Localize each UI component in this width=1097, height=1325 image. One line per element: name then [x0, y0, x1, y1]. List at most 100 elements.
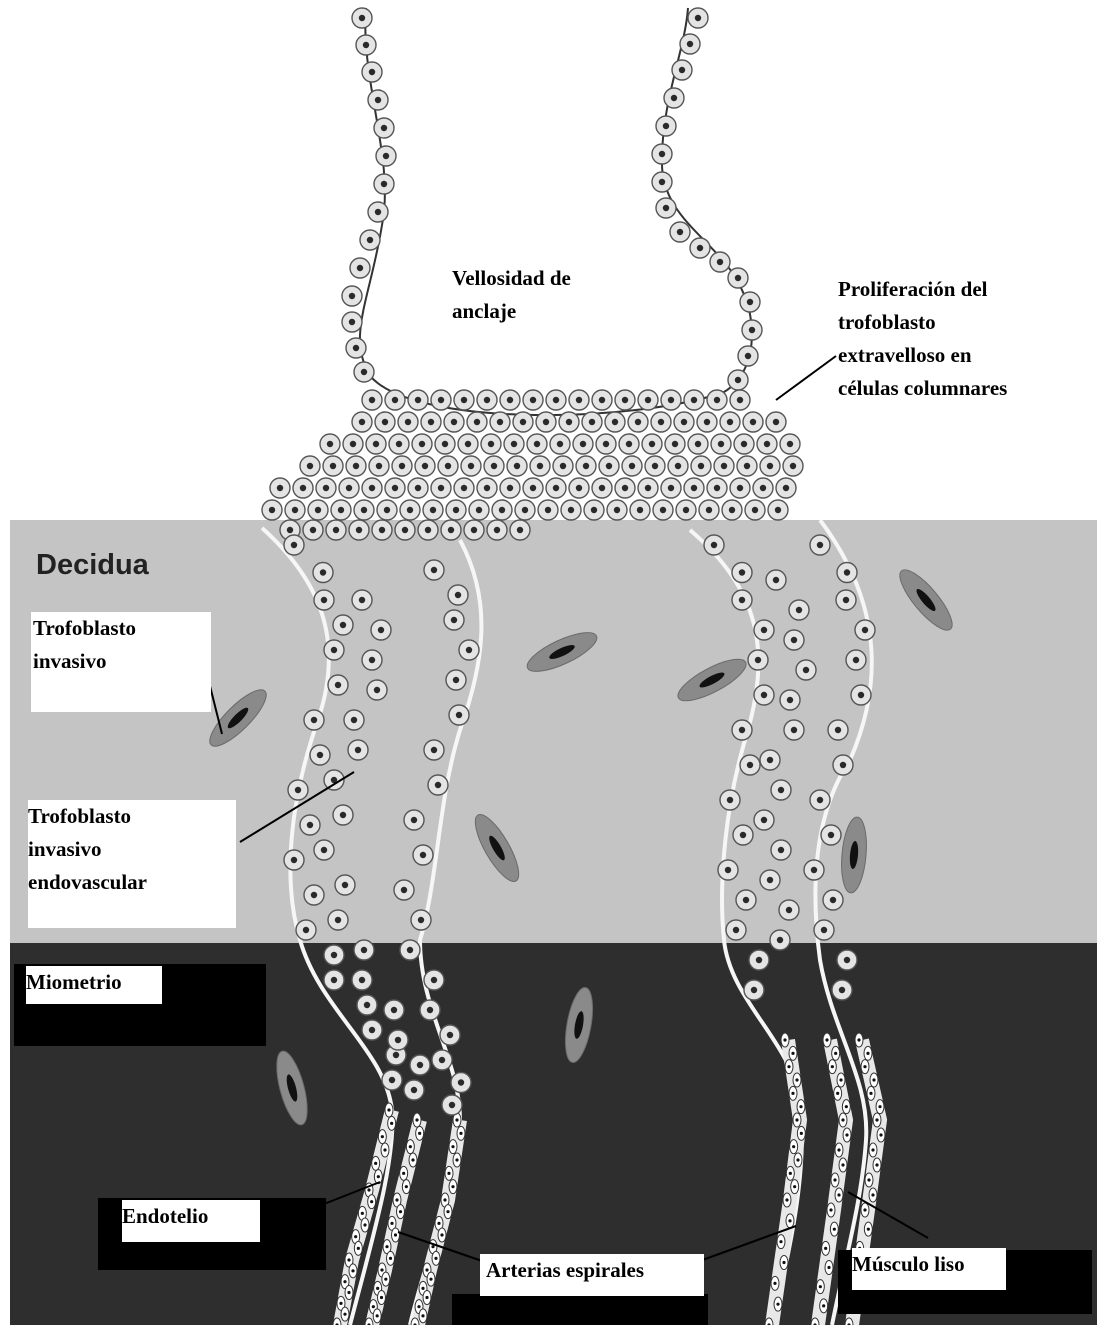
endovascular-trophoblast-cell — [284, 535, 304, 555]
trophoblast-cell — [510, 520, 530, 540]
endovascular-trophoblast-cell — [823, 890, 843, 910]
trophoblast-cell — [270, 478, 290, 498]
trophoblast-cell — [622, 456, 642, 476]
smooth-muscle-label: Músculo liso — [852, 1248, 1006, 1290]
trophoblast-cell — [714, 456, 734, 476]
endovascular-trophoblast-cell — [388, 1030, 408, 1050]
endovascular-trophoblast-cell — [760, 870, 780, 890]
trophoblast-cell — [722, 500, 742, 520]
endovascular-trophoblast-cell — [352, 970, 372, 990]
trophoblast-cell — [688, 434, 708, 454]
trophoblast-cell — [366, 434, 386, 454]
trophoblast-cell — [656, 116, 676, 136]
trophoblast-cell — [730, 478, 750, 498]
trophoblast-cell — [538, 500, 558, 520]
trophoblast-cell — [293, 478, 313, 498]
trophoblast-cell — [458, 434, 478, 454]
myometrium-label: Miometrio — [26, 966, 162, 1004]
endovascular-trophoblast-cell — [789, 600, 809, 620]
trophoblast-cell — [699, 500, 719, 520]
trophoblast-cell — [628, 412, 648, 432]
endovascular-trophoblast-cell — [733, 825, 753, 845]
trophoblast-cell — [651, 412, 671, 432]
invasive-trophoblast-label: Trofoblasto invasivo — [31, 612, 211, 712]
endovascular-trophoblast-cell — [736, 890, 756, 910]
spiral-arteries-label: Arterias espirales — [480, 1254, 704, 1296]
trophoblast-cell — [740, 292, 760, 312]
trophoblast-cell — [530, 456, 550, 476]
endovascular-trophoblast-cell — [440, 1025, 460, 1045]
endovascular-trophoblast-cell — [459, 640, 479, 660]
trophoblast-cell — [638, 478, 658, 498]
trophoblast-cell — [690, 238, 710, 258]
trophoblast-cell — [374, 174, 394, 194]
endovascular-trophoblast-cell — [851, 685, 871, 705]
trophoblast-cell — [615, 478, 635, 498]
trophoblast-cell — [553, 456, 573, 476]
trophoblast-cell — [323, 456, 343, 476]
endovascular-trophoblast-cell — [780, 690, 800, 710]
trophoblast-cell — [339, 478, 359, 498]
trophoblast-cell — [385, 478, 405, 498]
endovascular-trophoblast-cell — [810, 790, 830, 810]
trophoblast-cell — [776, 478, 796, 498]
trophoblast-cell — [652, 144, 672, 164]
endovascular-trophoblast-cell — [333, 615, 353, 635]
endovascular-trophoblast-cell — [832, 980, 852, 1000]
trophoblast-cell — [523, 478, 543, 498]
trophoblast-cell — [320, 434, 340, 454]
endovascular-trophoblast-cell — [394, 880, 414, 900]
endovascular-trophoblast-cell — [304, 885, 324, 905]
trophoblast-cell — [362, 478, 382, 498]
trophoblast-cell — [408, 478, 428, 498]
trophoblast-cell — [398, 412, 418, 432]
trophoblast-cell — [368, 90, 388, 110]
trophoblast-cell — [352, 8, 372, 28]
endovascular-trophoblast-cell — [410, 1055, 430, 1075]
trophoblast-cell — [385, 390, 405, 410]
trophoblast-cell — [326, 520, 346, 540]
trophoblast-cell — [672, 60, 692, 80]
trophoblast-cell — [743, 412, 763, 432]
trophoblast-cell — [415, 456, 435, 476]
trophoblast-cell — [346, 338, 366, 358]
trophoblast-cell — [418, 520, 438, 540]
endovascular-trophoblast-label: Trofoblasto invasivo endovascular — [28, 800, 236, 928]
endovascular-trophoblast-cell — [754, 810, 774, 830]
trophoblast-cell — [599, 456, 619, 476]
trophoblast-cell — [605, 412, 625, 432]
endovascular-trophoblast-cell — [428, 775, 448, 795]
trophoblast-cell — [377, 500, 397, 520]
trophoblast-cell — [546, 478, 566, 498]
endovascular-trophoblast-cell — [328, 675, 348, 695]
trophoblast-cell — [352, 412, 372, 432]
endovascular-trophoblast-cell — [404, 1080, 424, 1100]
endovascular-trophoblast-cell — [310, 745, 330, 765]
trophoblast-cell — [354, 500, 374, 520]
trophoblast-cell — [408, 390, 428, 410]
trophoblast-cell — [369, 456, 389, 476]
endovascular-trophoblast-cell — [744, 980, 764, 1000]
trophoblast-cell — [477, 390, 497, 410]
trophoblast-cell — [661, 390, 681, 410]
endovascular-trophoblast-cell — [324, 640, 344, 660]
endovascular-trophoblast-cell — [352, 590, 372, 610]
endovascular-trophoblast-cell — [300, 815, 320, 835]
trophoblast-cell — [720, 412, 740, 432]
trophoblast-cell — [303, 520, 323, 540]
endovascular-trophoblast-cell — [333, 805, 353, 825]
trophoblast-cell — [582, 412, 602, 432]
trophoblast-cell — [584, 500, 604, 520]
trophoblast-cell — [400, 500, 420, 520]
trophoblast-cell — [569, 390, 589, 410]
trophoblast-cell — [484, 456, 504, 476]
endovascular-trophoblast-cell — [784, 630, 804, 650]
trophoblast-cell — [576, 456, 596, 476]
endovascular-trophoblast-cell — [354, 940, 374, 960]
endovascular-trophoblast-cell — [704, 535, 724, 555]
trophoblast-cell — [490, 412, 510, 432]
trophoblast-cell — [360, 230, 380, 250]
endovascular-trophoblast-cell — [770, 930, 790, 950]
trophoblast-cell — [349, 520, 369, 540]
